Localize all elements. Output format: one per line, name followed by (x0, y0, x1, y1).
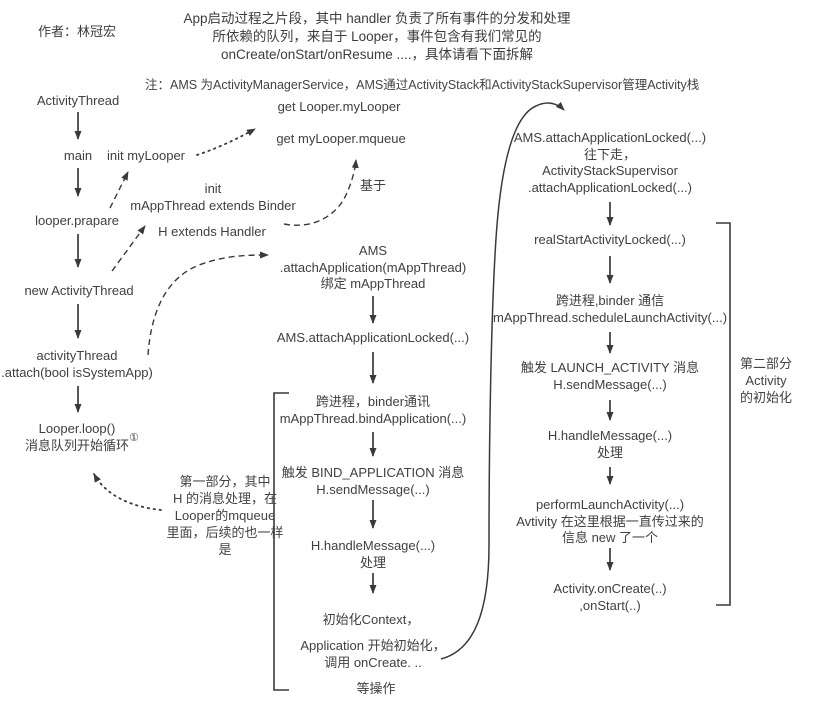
dashed-arrow-newactivitythread-mappthread (111, 225, 146, 272)
dotted-arrow-initmylooper-getlooper (196, 128, 256, 156)
dashed-arrow-attach-amsattachapplication (147, 251, 269, 356)
node-main: main (63, 148, 93, 163)
node-activitythread: ActivityThread (36, 93, 120, 108)
loop-circled-one-badge: ① (129, 432, 139, 444)
node-launch-activity-message: 触发 LAUNCH_ACTIVITY 消息 H.sendMessage(...) (520, 360, 700, 392)
dotted-arrow-part1note-looperloop (93, 473, 162, 511)
diagram-title: App启动过程之片段，其中 handler 负责了所有事件的分发和处理 所依赖的… (183, 11, 571, 62)
node-schedulelaunchactivity: 跨进程,binder 通信 mAppThread.scheduleLaunchA… (492, 293, 728, 325)
node-new-activitythread: new ActivityThread (24, 283, 134, 298)
label-get-looper: get Looper.myLooper (277, 99, 401, 114)
node-realstartactivity: realStartActivityLocked(...) (534, 232, 686, 247)
node-ams-attachapplication: AMS .attachApplication(mAppThread) 绑定 mA… (279, 243, 467, 291)
ams-note: 注：AMS 为ActivityManagerService，AMS通过Activ… (145, 78, 700, 92)
label-h-extends-handler: H extends Handler (158, 224, 266, 239)
node-performlaunchactivity: performLaunchActivity(...) Avtivity 在这里根… (516, 497, 704, 545)
node-handlemessage-right: H.handleMessage(...) 处理 (547, 428, 673, 460)
node-handlemessage-middle: H.handleMessage(...) 处理 (310, 538, 436, 570)
node-init-context: 初始化Context， (322, 612, 420, 627)
dashed-arrow-looperprepare-initmylooper (109, 171, 129, 209)
label-init-mappthread: init mAppThread extends Binder (130, 181, 296, 213)
node-etc-ops: 等操作 (356, 681, 396, 696)
part1-note: 第一部分，其中 H 的消息处理，在 Looper的mqueue 里面，后续的也一… (166, 474, 284, 557)
node-looper-loop: Looper.loop() 消息队列开始循环 (24, 421, 130, 453)
node-ams-attachlocked-middle: AMS.attachApplicationLocked(...) (276, 330, 470, 345)
label-based-on: 基于 (360, 178, 387, 193)
part2-bracket (716, 222, 731, 606)
node-attach: activityThread .attach(bool isSystemApp) (1, 348, 153, 380)
part2-label: 第二部分 Activity 的初始化 (740, 356, 793, 405)
node-looper-prepare: looper.prapare (35, 213, 119, 228)
node-ams-attachlocked-right: AMS.attachApplicationLocked(...) 往下走， Ac… (513, 130, 707, 195)
node-bind-application-message: 触发 BIND_APPLICATION 消息 H.sendMessage(...… (281, 465, 465, 497)
label-get-mqueue: get myLooper.mqueue (276, 131, 406, 146)
node-application-init: Application 开始初始化， 调用 onCreate. .. (300, 638, 446, 670)
author-label: 作者：林冠宏 (38, 24, 117, 39)
label-init-mylooper: init myLooper (106, 148, 186, 163)
node-bindapplication: 跨进程，binder通讯 mAppThread.bindApplication(… (279, 394, 467, 426)
node-activity-oncreate: Activity.onCreate(..) ,onStart(..) (553, 581, 667, 613)
